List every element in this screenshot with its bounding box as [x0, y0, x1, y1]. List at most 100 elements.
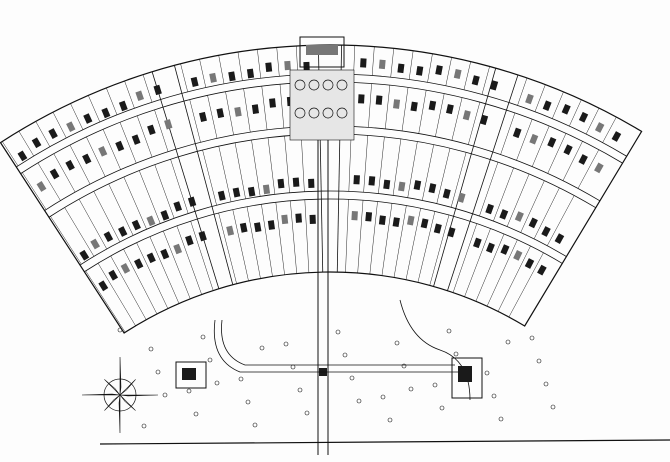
house — [541, 226, 551, 237]
lot-line — [251, 139, 261, 197]
compass-point — [104, 394, 121, 411]
house — [378, 59, 386, 70]
lot-line — [154, 164, 175, 219]
ring-street-edge — [84, 198, 563, 273]
lot-line — [405, 208, 421, 280]
lot-line — [532, 125, 550, 167]
lot-line — [123, 248, 158, 315]
house — [262, 184, 271, 195]
house — [398, 181, 406, 192]
house — [83, 113, 93, 124]
lot-line — [108, 183, 134, 236]
house — [160, 248, 170, 260]
lot-line — [243, 88, 251, 133]
house — [228, 71, 236, 82]
house — [561, 104, 571, 115]
pavilion-right-core — [458, 366, 472, 382]
lot-line — [422, 144, 434, 201]
house — [31, 137, 42, 149]
compass-point — [119, 394, 136, 411]
lot-line — [390, 48, 394, 78]
lot-line — [257, 49, 262, 79]
tree — [349, 375, 355, 381]
house — [216, 108, 225, 119]
compass-rose-icon — [81, 356, 159, 434]
tree — [529, 335, 535, 341]
house — [428, 183, 437, 194]
house — [471, 75, 480, 86]
lot-line — [371, 46, 375, 76]
house — [375, 95, 383, 105]
house — [428, 100, 437, 111]
lot-line — [407, 141, 418, 198]
tree — [186, 388, 192, 394]
lot-line — [50, 216, 82, 265]
house — [397, 63, 405, 74]
tree — [259, 345, 265, 351]
house — [485, 203, 494, 215]
house — [198, 230, 207, 242]
house — [368, 176, 376, 186]
lot-line — [78, 199, 107, 250]
house — [118, 100, 128, 112]
house — [118, 226, 128, 237]
lot-line — [569, 99, 582, 127]
lot-line — [102, 129, 121, 170]
house — [173, 201, 182, 212]
lot-line — [585, 107, 600, 135]
house — [232, 187, 241, 198]
house — [513, 250, 523, 261]
tree — [356, 398, 362, 404]
tree — [193, 411, 199, 417]
lot-line — [401, 87, 409, 132]
house — [251, 104, 260, 114]
house — [358, 94, 365, 104]
tree — [550, 404, 556, 410]
lot-line — [237, 52, 243, 81]
house — [420, 218, 429, 229]
house — [528, 217, 538, 229]
house — [284, 60, 291, 71]
house — [146, 215, 156, 227]
lot-line — [408, 50, 414, 80]
ring-street-edge — [79, 190, 567, 266]
lot-line — [246, 206, 261, 279]
tree — [505, 339, 511, 345]
house — [547, 137, 557, 148]
house — [65, 159, 75, 171]
lot-line — [69, 144, 91, 185]
lot-line — [88, 95, 101, 123]
highway-line — [99, 439, 670, 445]
house — [611, 131, 622, 142]
lot-line — [261, 204, 273, 277]
tree — [322, 79, 334, 91]
house — [489, 80, 499, 91]
house — [457, 192, 466, 203]
house — [226, 225, 235, 236]
lot-line — [284, 135, 290, 193]
house — [115, 140, 125, 152]
house — [234, 106, 242, 117]
lot-line — [577, 149, 600, 189]
lot-line — [180, 63, 188, 92]
lot-line — [429, 214, 450, 286]
house — [383, 179, 391, 190]
tree — [491, 393, 497, 399]
tree — [141, 423, 147, 429]
tree — [148, 346, 154, 352]
house — [48, 128, 58, 139]
house — [281, 214, 289, 225]
lot-line — [190, 221, 214, 291]
tree — [446, 328, 452, 334]
lot-line — [218, 55, 225, 84]
house — [147, 124, 156, 136]
house — [406, 215, 415, 226]
house — [442, 188, 451, 199]
lot-line — [463, 61, 471, 90]
lot-line — [199, 59, 207, 88]
lower-road — [213, 319, 460, 373]
house — [473, 237, 482, 249]
house — [120, 263, 131, 274]
lot-line — [508, 252, 544, 318]
